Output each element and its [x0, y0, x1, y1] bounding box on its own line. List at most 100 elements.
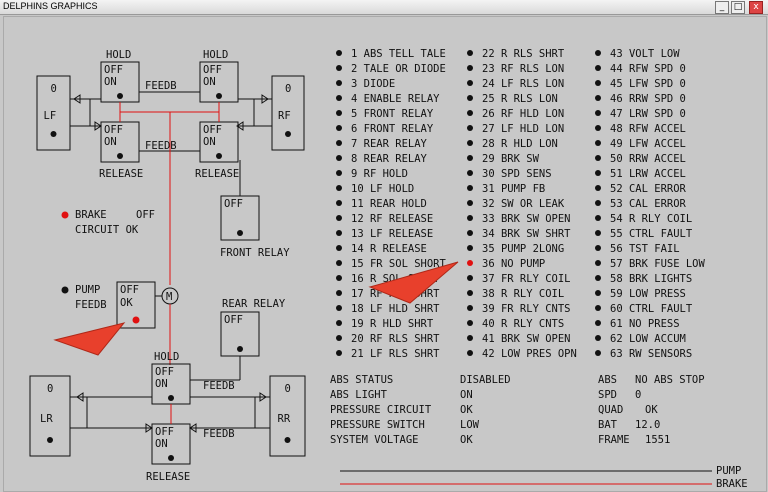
rear-release-valve-dot [168, 455, 174, 461]
rr-check-valve-bottom [189, 423, 197, 433]
fault-indicator [595, 275, 601, 281]
brake-circuit-sub: CIRCUIT OK [75, 224, 139, 236]
fault-label: 53 CAL ERROR [610, 198, 687, 210]
status-right-value: OK [645, 404, 658, 416]
front-left-hold-valve-off: OFF [104, 64, 123, 76]
fault-indicator [595, 65, 601, 71]
lr-wheel-label: LR [40, 413, 53, 425]
front-right-release-valve-dot [216, 153, 222, 159]
fault-indicator [595, 110, 601, 116]
close-button[interactable]: x [749, 1, 763, 14]
fault-label: 28 R HLD LON [482, 138, 558, 150]
pump-callout-arrow [53, 322, 126, 356]
fault-label: 58 BRK LIGHTS [610, 273, 692, 285]
status-value: OK [460, 404, 473, 416]
fault-label: 5 FRONT RELAY [351, 108, 434, 120]
lr-wheel-box [29, 375, 71, 457]
fault-indicator [336, 230, 342, 236]
fault-label: 9 RF HOLD [351, 168, 408, 180]
fault-label: 35 PUMP 2LONG [482, 243, 564, 255]
fault-callout-arrow [368, 261, 459, 304]
pump-label: PUMP [75, 284, 100, 296]
fault-label: 36 NO PUMP [482, 258, 545, 270]
front-relay-box [220, 195, 260, 241]
fault-indicator [467, 230, 473, 236]
fault-indicator [467, 50, 473, 56]
rf-wheel-dot [285, 131, 291, 137]
fault-indicator [336, 140, 342, 146]
fault-indicator [336, 65, 342, 71]
rear-hold-valve-off: OFF [155, 366, 174, 378]
title-bar: DELPHINS GRAPHICS _ □ x [0, 0, 768, 15]
rear-release-label: RELEASE [146, 471, 190, 483]
rr-wheel-dot [284, 437, 291, 443]
status-right-label: SPD [598, 389, 617, 401]
fault-indicator [467, 245, 473, 251]
front-right-release-label: RELEASE [195, 168, 239, 180]
fault-label: 15 FR SOL SHORT [351, 258, 447, 270]
pump-legend-label: PUMP [716, 465, 741, 477]
fault-indicator [595, 50, 601, 56]
fault-indicator [595, 230, 601, 236]
pump-feedb-ok: OK [120, 297, 133, 309]
fault-indicator [595, 140, 601, 146]
fault-label: 34 BRK SW SHRT [482, 228, 571, 240]
front-left-hold-valve-on: ON [104, 76, 117, 88]
status-value: LOW [460, 419, 480, 431]
fault-label: 57 BRK FUSE LOW [610, 258, 706, 270]
fault-label: 21 LF RLS SHRT [351, 348, 440, 360]
fault-label: 42 LOW PRES OPN [482, 348, 577, 360]
brake-legend-label: BRAKE [716, 478, 748, 490]
status-label: ABS LIGHT [330, 389, 388, 401]
fault-indicator [336, 260, 342, 266]
lr-check-valve-bottom [145, 423, 153, 433]
front-relay-off: OFF [224, 198, 243, 210]
fault-label: 43 VOLT LOW [610, 48, 680, 60]
status-right-value: 1551 [645, 434, 670, 446]
minimize-button[interactable]: _ [715, 1, 729, 14]
rf-check-valve-top [261, 94, 269, 104]
rr-check-valve-top [259, 392, 267, 402]
fault-label: 50 RRW ACCEL [610, 153, 686, 165]
fault-indicator [336, 185, 342, 191]
front-right-release-valve-on: ON [203, 136, 216, 148]
lr-check-valve-top [76, 392, 84, 402]
lf-wheel-box [36, 75, 71, 151]
pump-feedb-box [116, 281, 156, 329]
fault-label: 14 R RELEASE [351, 243, 427, 255]
pump-feedb-label: FEEDB [75, 299, 107, 311]
front-left-release-valve-dot [117, 153, 123, 159]
rear-relay-off: OFF [224, 314, 243, 326]
fault-indicator [595, 155, 601, 161]
fault-label: 44 RFW SPD 0 [610, 63, 686, 75]
front-left-hold-label: HOLD [106, 49, 131, 61]
client-area [3, 16, 767, 492]
fault-indicator [595, 335, 601, 341]
maximize-button[interactable]: □ [731, 1, 745, 14]
fault-indicator [467, 65, 473, 71]
fault-label: 46 RRW SPD 0 [610, 93, 686, 105]
fault-label: 38 R RLY COIL [482, 288, 564, 300]
fault-label: 62 LOW ACCUM [610, 333, 686, 345]
fault-label: 25 R RLS LON [482, 93, 558, 105]
fault-indicator [595, 260, 601, 266]
front-right-release-valve-off: OFF [203, 124, 222, 136]
fault-indicator [336, 275, 342, 281]
status-label: PRESSURE CIRCUIT [330, 404, 432, 416]
fault-indicator [336, 80, 342, 86]
status-label: PRESSURE SWITCH [330, 419, 425, 431]
fault-indicator [595, 305, 601, 311]
front-right-hold-valve-off: OFF [203, 64, 222, 76]
fault-label: 39 FR RLY CNTS [482, 303, 571, 315]
callout-arrows [53, 261, 459, 356]
fault-indicator [595, 290, 601, 296]
pump-indicator [61, 286, 69, 294]
fault-label: 26 RF HLD LON [482, 108, 564, 120]
fault-indicator [336, 125, 342, 131]
fault-indicator [467, 320, 473, 326]
status-right-label: QUAD [598, 404, 623, 416]
rear-hold-label: HOLD [154, 351, 179, 363]
